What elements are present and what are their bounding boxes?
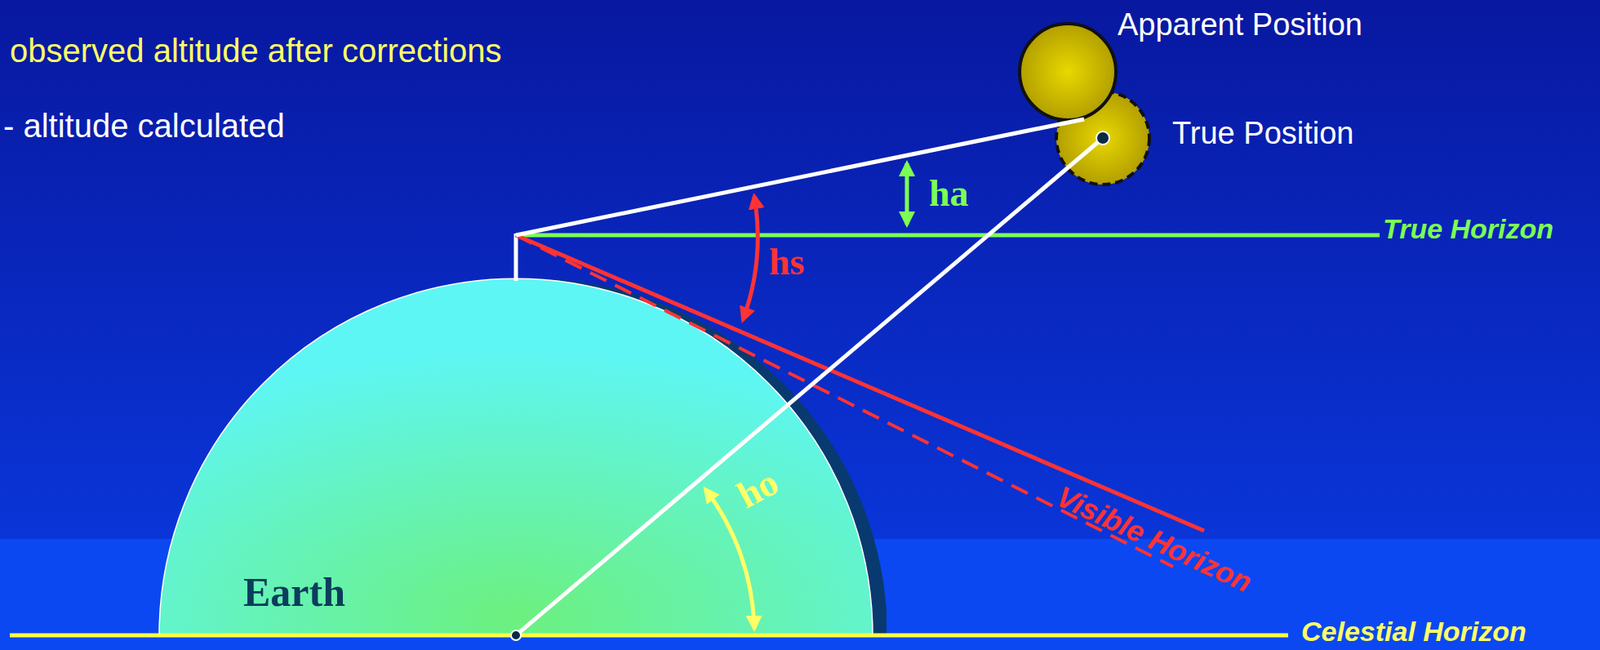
- node-label: Earth: [243, 568, 346, 616]
- ha-arrow: [905, 163, 910, 225]
- horizon-label: Celestial Horizon: [1301, 616, 1527, 647]
- horizon-label: True Horizon: [1382, 213, 1554, 245]
- definition-text: observed altitude after corrections: [9, 32, 503, 69]
- definition-text: - altitude calculated: [3, 107, 285, 144]
- earth-body: [159, 278, 873, 636]
- position-label: Apparent Position: [1117, 8, 1363, 43]
- true-center-dot: [1096, 131, 1110, 145]
- angle-label: hs: [768, 241, 805, 284]
- earth-shape: Earth: [151, 274, 887, 636]
- true-horizon-line: [515, 233, 1380, 238]
- apparent-sight-line: [515, 119, 1085, 236]
- angle-label: ha: [928, 173, 969, 215]
- hs-arc: [742, 195, 758, 320]
- apparent-sun: [1019, 23, 1116, 120]
- position-label: True Position: [1172, 116, 1354, 152]
- observer-mast: [514, 233, 519, 281]
